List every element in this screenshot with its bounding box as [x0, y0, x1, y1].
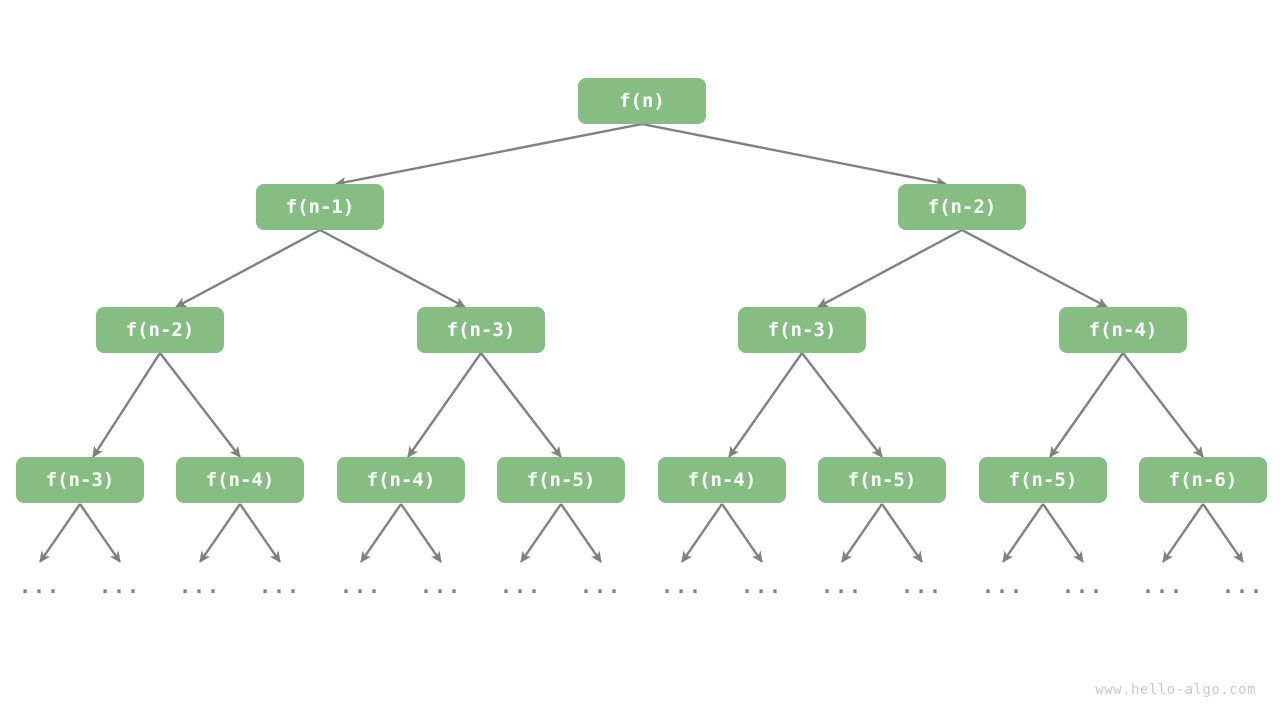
tree-node: f(n-4): [658, 457, 786, 503]
ellipsis-marker: ...: [178, 574, 222, 598]
ellipsis-marker: ...: [499, 574, 543, 598]
tree-node: f(n-4): [1059, 307, 1187, 353]
tree-node: f(n-4): [337, 457, 465, 503]
leaf-edge: [721, 503, 763, 563]
tree-edge: [480, 352, 562, 458]
tree-node: f(n-4): [176, 457, 304, 503]
leaf-edge: [1042, 503, 1084, 563]
tree-edge: [175, 228, 321, 309]
ellipsis-marker: ...: [579, 574, 623, 598]
leaf-edge: [560, 503, 602, 563]
leaf-edge: [841, 503, 883, 563]
tree-edge: [801, 352, 883, 458]
tree-edge: [319, 228, 466, 309]
tree-edge: [91, 352, 162, 458]
tree-edges: [91, 122, 1204, 458]
ellipsis-marker: ...: [339, 574, 383, 598]
tree-node: f(n-6): [1139, 457, 1267, 503]
leaf-edges: [39, 503, 1244, 563]
tree-node: f(n-2): [898, 184, 1026, 230]
leaf-edge: [79, 503, 121, 563]
leaf-edge: [1202, 503, 1244, 563]
tree-node: f(n-3): [738, 307, 866, 353]
ellipsis-marker: ...: [419, 574, 463, 598]
leaf-edge: [400, 503, 442, 563]
leaf-edge: [239, 503, 281, 563]
ellipsis-marker: ...: [820, 574, 864, 598]
leaf-edge: [1002, 503, 1044, 563]
tree-node: f(n-5): [497, 457, 625, 503]
ellipsis-marker: ...: [258, 574, 302, 598]
leaf-edge: [199, 503, 241, 563]
tree-edge: [641, 122, 947, 188]
tree-edge: [728, 352, 803, 458]
tree-node: f(n-2): [96, 307, 224, 353]
ellipsis-marker: ...: [740, 574, 784, 598]
tree-edge: [1049, 352, 1124, 458]
tree-edge: [159, 352, 241, 458]
ellipsis-marker: ...: [900, 574, 944, 598]
ellipsis-marker: ...: [98, 574, 142, 598]
leaf-edge: [881, 503, 923, 563]
leaf-edge: [360, 503, 402, 563]
leaf-edge: [1162, 503, 1204, 563]
watermark: www.hello-algo.com: [1095, 682, 1256, 698]
ellipsis-marker: ...: [18, 574, 62, 598]
leaf-edge: [39, 503, 81, 563]
tree-edge: [817, 228, 963, 309]
tree-edge: [407, 352, 482, 458]
ellipsis-marker: ...: [981, 574, 1025, 598]
ellipsis-marker: ...: [1141, 574, 1185, 598]
tree-node: f(n-3): [417, 307, 545, 353]
tree-node: f(n-5): [979, 457, 1107, 503]
tree-node: f(n-5): [818, 457, 946, 503]
leaf-edge: [681, 503, 723, 563]
ellipsis-marker: ...: [660, 574, 704, 598]
tree-edge: [961, 228, 1108, 309]
ellipsis-marker: ...: [1221, 574, 1265, 598]
tree-edge: [335, 122, 643, 188]
leaf-edge: [520, 503, 562, 563]
tree-node: f(n): [578, 78, 706, 124]
tree-node: f(n-3): [16, 457, 144, 503]
tree-edge: [1122, 352, 1204, 458]
ellipsis-marker: ...: [1061, 574, 1105, 598]
tree-node: f(n-1): [256, 184, 384, 230]
